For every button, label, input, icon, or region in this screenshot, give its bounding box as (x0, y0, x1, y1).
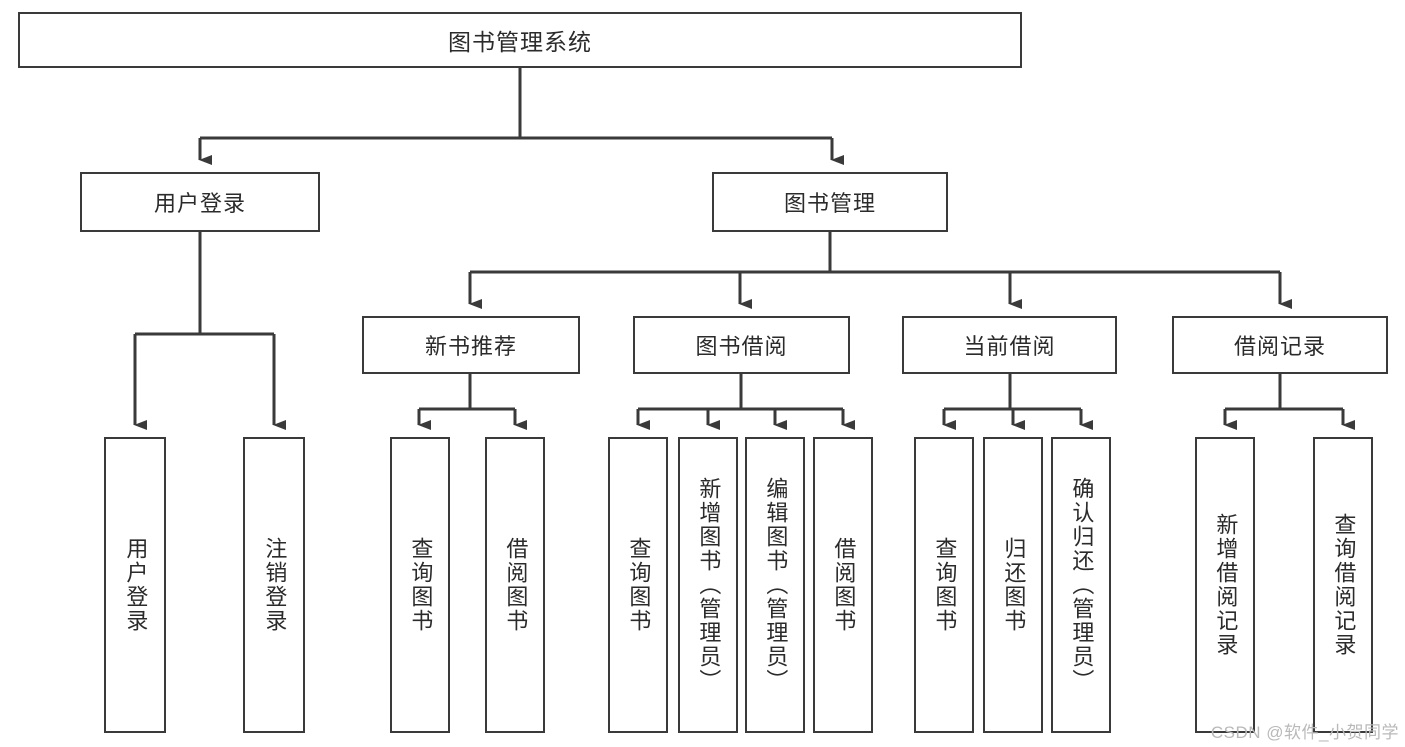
leaf-new-book-query[interactable]: 查询图书 (390, 437, 450, 733)
node-current-borrow[interactable]: 当前借阅 (902, 316, 1117, 374)
node-book-borrow[interactable]: 图书借阅 (633, 316, 850, 374)
leaf-user-login-signin[interactable]: 用户登录 (104, 437, 166, 733)
node-book-management[interactable]: 图书管理 (712, 172, 948, 232)
leaf-book-borrow-add-admin[interactable]: 新增图书（管理员） (678, 437, 738, 733)
leaf-book-borrow-query[interactable]: 查询图书 (608, 437, 668, 733)
leaf-book-borrow-borrow[interactable]: 借阅图书 (813, 437, 873, 733)
leaf-current-borrow-return[interactable]: 归还图书 (983, 437, 1043, 733)
leaf-current-borrow-query[interactable]: 查询图书 (914, 437, 974, 733)
leaf-borrow-record-query[interactable]: 查询借阅记录 (1313, 437, 1373, 733)
leaf-new-book-borrow[interactable]: 借阅图书 (485, 437, 545, 733)
leaf-user-login-signout[interactable]: 注销登录 (243, 437, 305, 733)
leaf-borrow-record-add[interactable]: 新增借阅记录 (1195, 437, 1255, 733)
node-user-login[interactable]: 用户登录 (80, 172, 320, 232)
leaf-book-borrow-edit-admin[interactable]: 编辑图书（管理员） (745, 437, 805, 733)
node-borrow-record[interactable]: 借阅记录 (1172, 316, 1388, 374)
node-root-system[interactable]: 图书管理系统 (18, 12, 1022, 68)
node-new-book-recommend[interactable]: 新书推荐 (362, 316, 580, 374)
leaf-current-borrow-confirm-admin[interactable]: 确认归还（管理员） (1051, 437, 1111, 733)
